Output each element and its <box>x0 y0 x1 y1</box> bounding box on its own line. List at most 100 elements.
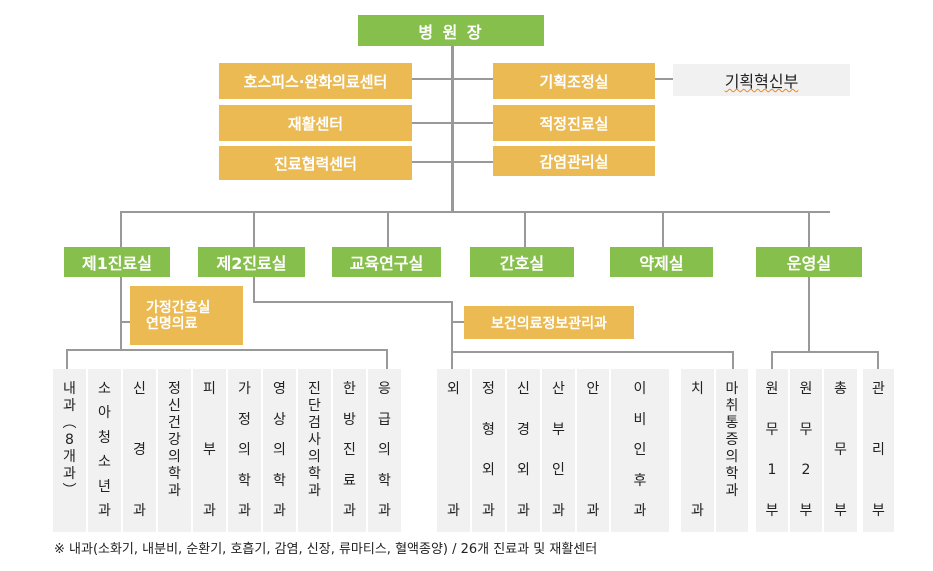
department-char: 청 <box>98 429 111 446</box>
department-char: 과 <box>63 466 76 482</box>
connector-div1-left-drop <box>66 349 68 369</box>
department-char: 리 <box>872 442 885 458</box>
department-char: 급 <box>378 411 391 428</box>
staff-rehab-center: 재활센터 <box>219 105 412 141</box>
department-char: 한 <box>343 381 356 397</box>
department-char: 과 <box>552 502 565 519</box>
department-char: 정 <box>482 381 495 397</box>
connector-div6-stub <box>808 211 810 247</box>
department-char: 통 <box>725 415 739 431</box>
department-char: 아 <box>98 405 111 422</box>
health-info-management-box: 보건의료정보관리과 <box>464 306 634 339</box>
connector-ops-bus <box>771 351 879 353</box>
department-char: 강 <box>168 432 181 448</box>
department-char: 경 <box>133 442 146 458</box>
department-char: 과 <box>273 503 286 519</box>
division-label: 제1진료실 <box>81 254 152 273</box>
life-sustaining-label: 연명의료 <box>146 315 198 332</box>
department-char: 과 <box>343 503 356 519</box>
department-char: 취 <box>725 398 739 414</box>
department-char: 산 <box>552 381 565 397</box>
department-char: 부 <box>552 421 565 438</box>
department-char: 외 <box>482 462 495 479</box>
department-char: 학 <box>273 472 286 489</box>
department-char: 신 <box>133 381 146 397</box>
connector-div1-sub <box>120 321 130 323</box>
department-char: 과 <box>447 503 460 519</box>
department-char: 과 <box>238 503 251 519</box>
department-char: 증 <box>725 432 739 448</box>
department-char: 형 <box>482 421 495 438</box>
department-char: 학 <box>378 472 391 489</box>
department-char: 인 <box>552 462 565 479</box>
department-char: 의 <box>238 442 251 458</box>
department-char: 과 <box>63 398 76 414</box>
staff-label: 호스피스·완화의료센터 <box>243 72 388 91</box>
connector-planning-sub <box>655 78 673 80</box>
department-char: 의 <box>168 449 181 465</box>
department-char: 1 <box>767 462 777 479</box>
department-char: 소 <box>98 381 111 397</box>
connector-staff-row3 <box>412 161 494 163</box>
department-char: 영 <box>273 381 286 397</box>
staff-label: 감염관리실 <box>539 152 609 171</box>
staff-quality-care-office: 적정진료실 <box>493 105 655 141</box>
footnote: ※ 내과(소화기, 내분비, 순환기, 호흡기, 감염, 신장, 류마티스, 혈… <box>54 542 598 557</box>
department-char: 과 <box>691 503 704 519</box>
department-char: 원 <box>765 381 779 397</box>
home-nursing-label: 가정간호실 <box>146 299 211 316</box>
department-char: 외 <box>517 462 530 479</box>
director-box: 병 원 장 <box>358 15 544 46</box>
connector-div2-horizontal <box>253 301 453 303</box>
department-char: 비 <box>633 411 647 428</box>
staff-label: 진료협력센터 <box>274 154 357 173</box>
department-char: 외 <box>447 381 460 397</box>
department-char: 년 <box>98 478 111 495</box>
connector-div2-bus <box>451 351 734 353</box>
department-char: 응 <box>378 381 391 397</box>
division-5: 약제실 <box>610 247 713 277</box>
connector-div2-right-drop <box>732 351 734 369</box>
connector-div2-stub <box>253 211 255 247</box>
department-char: 부 <box>203 442 216 458</box>
department-char: 8 <box>65 432 74 448</box>
division-label: 교육연구실 <box>349 254 424 273</box>
staff-label: 재활센터 <box>287 114 344 133</box>
planning-sub-label: 기획혁신부 <box>724 72 799 91</box>
connector-staff-row1 <box>412 78 494 80</box>
department-char: 관 <box>872 381 885 397</box>
department-char: 개 <box>63 449 76 465</box>
department-char: 진 <box>343 442 356 458</box>
department-char: 과 <box>308 483 321 499</box>
division-label: 제2진료실 <box>216 254 287 273</box>
department-char: 정 <box>238 411 251 428</box>
department-char: 무 <box>799 421 813 438</box>
department-char: 가 <box>238 381 251 397</box>
department-char: 내 <box>63 381 76 397</box>
department-char: 과 <box>482 502 495 519</box>
department-char: 인 <box>633 442 647 458</box>
staff-label: 적정진료실 <box>539 114 609 133</box>
department-char: ︵ <box>62 415 77 431</box>
department-char: 마 <box>725 381 739 397</box>
department-char: 의 <box>308 449 321 465</box>
department-char: 방 <box>343 411 356 428</box>
department-char: 이 <box>633 381 647 397</box>
department-char: 과 <box>725 483 739 499</box>
division-label: 운영실 <box>786 254 832 273</box>
department-char: 정 <box>168 381 181 397</box>
department-char: 경 <box>517 421 530 438</box>
department-char: 과 <box>168 483 181 499</box>
